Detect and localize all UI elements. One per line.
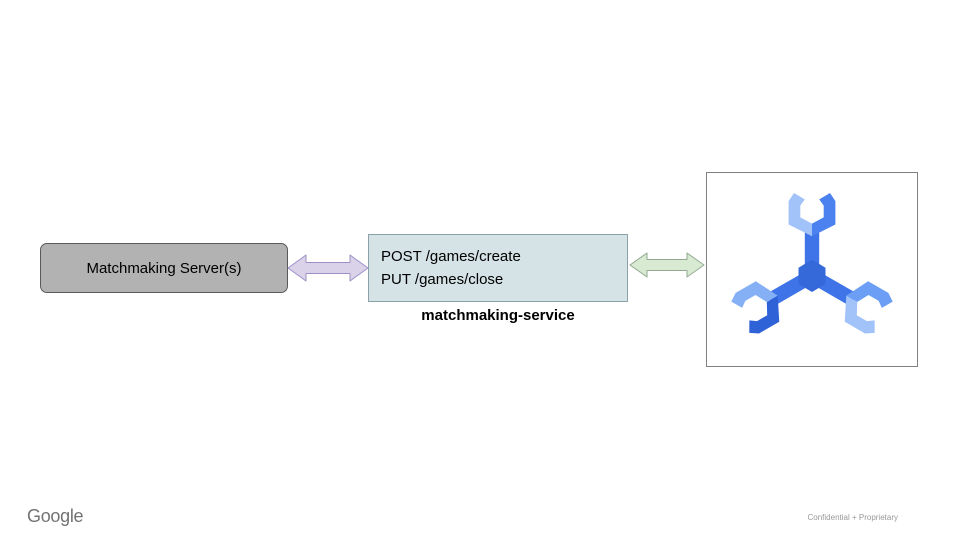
service-caption: matchmaking-service [421, 307, 575, 324]
agones-logo-box [706, 172, 918, 367]
agones-logo-icon [731, 192, 893, 333]
google-logo: Google [27, 506, 84, 526]
confidential-note: Confidential + Proprietary [807, 513, 899, 522]
matchmaking-server-box: Matchmaking Server(s) [40, 243, 288, 293]
matchmaking-service-box: POST /games/create PUT /games/close [368, 234, 628, 302]
bidirectional-arrow-right-shape [629, 252, 705, 278]
bidirectional-arrow-right-icon [629, 250, 705, 280]
service-endpoint-line-2: PUT /games/close [381, 271, 504, 288]
matchmaking-server-label: Matchmaking Server(s) [86, 259, 242, 277]
bidirectional-arrow-left-icon [287, 252, 369, 284]
service-endpoint-line-1: POST /games/create [381, 248, 521, 265]
bidirectional-arrow-left-shape [287, 254, 369, 282]
